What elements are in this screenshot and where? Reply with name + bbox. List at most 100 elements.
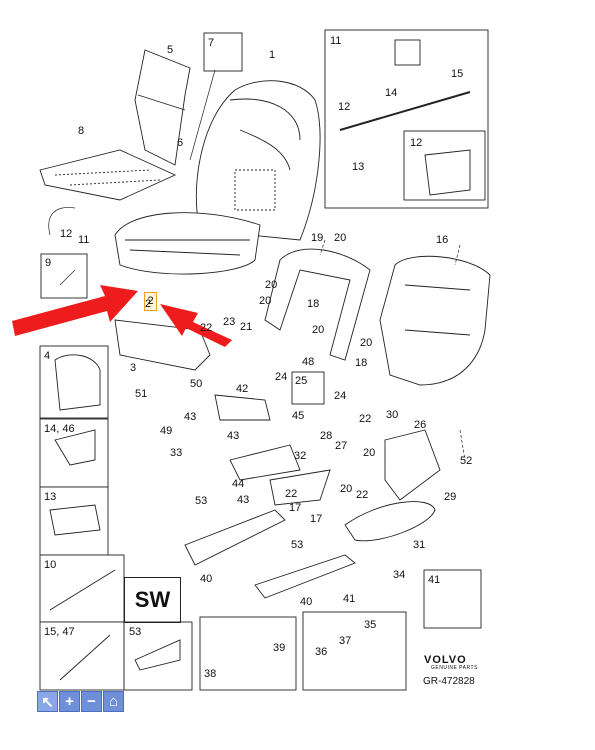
side-box-53 <box>123 621 193 691</box>
side-box-10 <box>39 554 125 623</box>
bracket-44 <box>229 444 301 481</box>
side-box-4 <box>39 345 109 419</box>
label-part-35: 35 <box>364 619 377 631</box>
label-part-50: 50 <box>190 378 203 390</box>
label-part-42: 42 <box>236 383 249 395</box>
label-part-16: 16 <box>436 234 449 246</box>
label-part-17b: 17 <box>310 513 323 525</box>
label-part-1: 1 <box>269 49 276 61</box>
label-part-12: 12 <box>60 228 73 240</box>
label-part-33: 33 <box>170 447 183 459</box>
pointer-tool-icon[interactable]: ↖ <box>37 691 58 712</box>
label-part-43c: 43 <box>237 494 250 506</box>
label-part-53b: 53 <box>291 539 304 551</box>
label-part-27: 27 <box>335 440 348 452</box>
highlight-callout-2: 2 <box>144 292 157 311</box>
label-part-20f: 20 <box>363 447 376 459</box>
label-part-28: 28 <box>320 430 333 442</box>
seat-cushion-2 <box>114 212 261 275</box>
label-part-52: 52 <box>460 455 473 467</box>
inset-11-label-12b: 12 <box>410 137 423 149</box>
label-part-38: 38 <box>204 668 217 680</box>
label-part-26: 26 <box>414 419 427 431</box>
seat-heater-8 <box>39 149 177 201</box>
side-box-label-13: 13 <box>44 491 57 503</box>
label-part-19: 19 <box>311 232 324 244</box>
label-part-6: 6 <box>177 137 184 149</box>
inset-box-38 <box>199 616 297 691</box>
side-box-label-4: 4 <box>44 350 51 362</box>
red-arrows <box>12 285 232 347</box>
label-part-30: 30 <box>386 409 399 421</box>
side-box-label-10: 10 <box>44 559 57 571</box>
side-box-13 <box>39 486 109 556</box>
label-part-34: 34 <box>393 569 406 581</box>
label-part-2: 2 <box>145 298 152 310</box>
inset-box-41 <box>423 569 482 629</box>
bracket-42 <box>214 394 271 421</box>
inset-box-7 <box>203 32 243 72</box>
label-part-20g: 20 <box>340 483 353 495</box>
inset-11-label-14: 14 <box>385 87 398 99</box>
backrest-frame-16 <box>379 255 491 386</box>
zoom-in-button[interactable]: + <box>59 691 80 712</box>
side-box-label-15-47: 15, 47 <box>44 626 75 638</box>
label-part-5: 5 <box>167 44 174 56</box>
label-part-17a: 17 <box>289 502 302 514</box>
side-box-label-14-46: 14, 46 <box>44 423 75 435</box>
label-part-18b: 18 <box>355 357 368 369</box>
inset-11-label-12a: 12 <box>338 101 351 113</box>
backrest-cover <box>195 80 321 241</box>
volvo-logo: VOLVO <box>424 654 467 666</box>
viewer-toolbar: ↖ + − ⌂ <box>37 691 124 712</box>
inset-11-label-13: 13 <box>352 161 365 173</box>
label-part-20b: 20 <box>265 279 278 291</box>
label-part-24b: 24 <box>334 390 347 402</box>
label-part-20d: 20 <box>312 324 325 336</box>
label-part-32: 32 <box>294 450 307 462</box>
inset-box-35 <box>302 611 407 691</box>
label-part-29: 29 <box>444 491 457 503</box>
home-button[interactable]: ⌂ <box>103 691 124 712</box>
label-part-49: 49 <box>160 425 173 437</box>
label-part-43a: 43 <box>184 411 197 423</box>
label-part-51: 51 <box>135 388 148 400</box>
label-part-9: 9 <box>45 257 52 269</box>
label-part-18a: 18 <box>307 298 320 310</box>
label-part-48: 48 <box>302 356 315 368</box>
label-part-41: 41 <box>343 593 356 605</box>
label-part-3: 3 <box>130 362 137 374</box>
inset-box-9 <box>40 253 88 299</box>
side-box-14-46 <box>39 418 109 488</box>
backrest-pad-5 <box>134 49 191 166</box>
label-part-45: 45 <box>292 410 305 422</box>
seat-frame-18 <box>264 248 371 361</box>
genuine-parts-text: GENUINE PARTS <box>431 665 478 671</box>
label-part-24a: 24 <box>275 371 288 383</box>
label-part-25: 25 <box>295 375 308 387</box>
label-part-44: 44 <box>232 478 245 490</box>
label-part-22a: 22 <box>200 322 213 334</box>
inset-box-25 <box>291 371 325 405</box>
label-part-22c: 22 <box>285 488 298 500</box>
label-part-40a: 40 <box>200 573 213 585</box>
panel-30 <box>384 429 441 501</box>
label-part-36: 36 <box>315 646 328 658</box>
side-box-label-53: 53 <box>129 626 142 638</box>
label-part-43b: 43 <box>227 430 240 442</box>
rail-40a <box>184 509 286 566</box>
label-part-8: 8 <box>78 125 85 137</box>
label-part-20a: 20 <box>334 232 347 244</box>
label-part-22b: 22 <box>359 413 372 425</box>
label-part-40b: 40 <box>300 596 313 608</box>
box-label-41: 41 <box>428 574 441 586</box>
zoom-out-button[interactable]: − <box>81 691 102 712</box>
label-part-39: 39 <box>273 642 286 654</box>
label-part-7: 7 <box>208 37 215 49</box>
label-part-21: 21 <box>240 321 253 333</box>
label-part-11: 11 <box>78 234 90 246</box>
label-part-53a: 53 <box>195 495 208 507</box>
reference-number: GR-472828 <box>423 676 475 687</box>
